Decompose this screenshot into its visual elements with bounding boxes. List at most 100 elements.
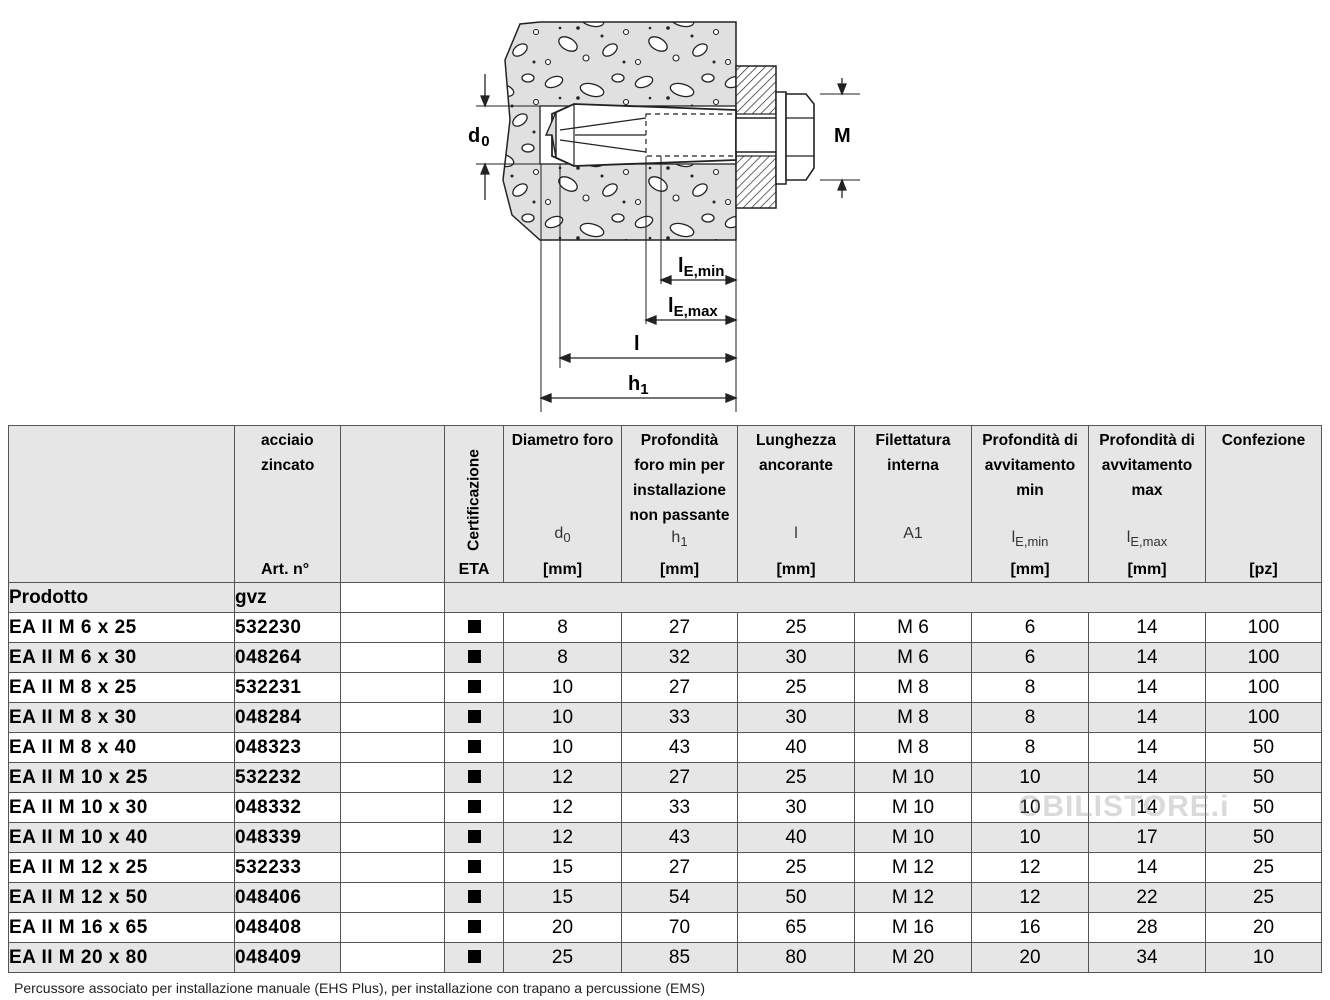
cell-art: 048408 xyxy=(234,912,341,943)
cell-spacer xyxy=(340,672,445,703)
cell-lEmin: 12 xyxy=(971,852,1089,883)
cell-h1: 43 xyxy=(621,732,738,763)
cell-lEmax: 14 xyxy=(1088,672,1206,703)
eta-certified-mark xyxy=(467,710,481,723)
subheader-gvz: gvz xyxy=(234,582,341,613)
cell-lEmax: 14 xyxy=(1088,852,1206,883)
cell-spacer xyxy=(340,912,445,943)
label-M: M xyxy=(834,125,851,147)
cell-art: 048284 xyxy=(234,702,341,733)
cell-art: 532231 xyxy=(234,672,341,703)
label-l: l xyxy=(634,333,640,355)
cell-pack: 100 xyxy=(1205,702,1322,733)
cell-pack: 50 xyxy=(1205,732,1322,763)
cell-lEmin: 10 xyxy=(971,762,1089,793)
cell-pack: 50 xyxy=(1205,792,1322,823)
cell-l: 25 xyxy=(737,762,855,793)
cell-d0: 25 xyxy=(503,942,622,973)
cell-h1: 32 xyxy=(621,642,738,673)
bolt-head xyxy=(785,93,815,181)
cell-lEmin: 16 xyxy=(971,912,1089,943)
cell-pack: 50 xyxy=(1205,822,1322,853)
cell-thread: M 8 xyxy=(854,732,972,763)
cell-product: EA II M 8 x 40 xyxy=(8,732,235,763)
cell-eta xyxy=(444,912,504,943)
table-subheader-row: Prodotto gvz xyxy=(8,582,1322,613)
cell-lEmax: 28 xyxy=(1088,912,1206,943)
cell-spacer xyxy=(340,852,445,883)
cell-product: EA II M 20 x 80 xyxy=(8,942,235,973)
cell-spacer xyxy=(340,612,445,643)
anchor-installation-diagram: d0 M lE,min lE,max l h1 xyxy=(468,21,860,412)
cell-thread: M 8 xyxy=(854,672,972,703)
cell-lEmin: 6 xyxy=(971,642,1089,673)
cell-d0: 12 xyxy=(503,822,622,853)
eta-certified-mark xyxy=(467,890,481,903)
cell-product: EA II M 8 x 25 xyxy=(8,672,235,703)
cell-art: 048264 xyxy=(234,642,341,673)
cell-art: 048409 xyxy=(234,942,341,973)
cell-l: 50 xyxy=(737,882,855,913)
cell-eta xyxy=(444,762,504,793)
cell-h1: 27 xyxy=(621,852,738,883)
subheader-product: Prodotto xyxy=(8,582,235,613)
header-d0: Diametro foro d0 [mm] xyxy=(503,425,622,583)
cell-pack: 100 xyxy=(1205,642,1322,673)
cell-h1: 70 xyxy=(621,912,738,943)
cell-pack: 20 xyxy=(1205,912,1322,943)
cell-lEmin: 10 xyxy=(971,792,1089,823)
cell-eta xyxy=(444,642,504,673)
cell-h1: 27 xyxy=(621,612,738,643)
cell-d0: 15 xyxy=(503,852,622,883)
label-lEmax: lE,max xyxy=(668,295,718,320)
cell-pack: 10 xyxy=(1205,942,1322,973)
cell-product: EA II M 10 x 30 xyxy=(8,792,235,823)
cell-h1: 27 xyxy=(621,762,738,793)
cell-eta xyxy=(444,702,504,733)
eta-certified-mark xyxy=(467,830,481,843)
cell-lEmin: 12 xyxy=(971,882,1089,913)
bolt-shank xyxy=(735,117,783,153)
cell-thread: M 6 xyxy=(854,612,972,643)
cell-spacer xyxy=(340,942,445,973)
cell-h1: 43 xyxy=(621,822,738,853)
cell-product: EA II M 12 x 25 xyxy=(8,852,235,883)
cell-lEmin: 8 xyxy=(971,672,1089,703)
cell-thread: M 10 xyxy=(854,762,972,793)
cell-l: 40 xyxy=(737,732,855,763)
cell-art: 532232 xyxy=(234,762,341,793)
cell-l: 25 xyxy=(737,612,855,643)
cell-eta xyxy=(444,852,504,883)
cell-lEmin: 8 xyxy=(971,702,1089,733)
cell-spacer xyxy=(340,642,445,673)
cell-d0: 12 xyxy=(503,762,622,793)
cell-thread: M 12 xyxy=(854,882,972,913)
cell-product: EA II M 10 x 40 xyxy=(8,822,235,853)
cell-product: EA II M 6 x 25 xyxy=(8,612,235,643)
eta-certified-mark xyxy=(467,650,481,663)
cell-h1: 33 xyxy=(621,792,738,823)
cell-lEmax: 14 xyxy=(1088,612,1206,643)
cell-pack: 100 xyxy=(1205,612,1322,643)
cell-product: EA II M 8 x 30 xyxy=(8,702,235,733)
eta-certified-mark xyxy=(467,800,481,813)
cell-product: EA II M 10 x 25 xyxy=(8,762,235,793)
cell-l: 30 xyxy=(737,642,855,673)
washer xyxy=(775,91,787,185)
cell-lEmax: 34 xyxy=(1088,942,1206,973)
cell-lEmax: 14 xyxy=(1088,642,1206,673)
eta-certified-mark xyxy=(467,680,481,693)
cell-spacer xyxy=(340,762,445,793)
